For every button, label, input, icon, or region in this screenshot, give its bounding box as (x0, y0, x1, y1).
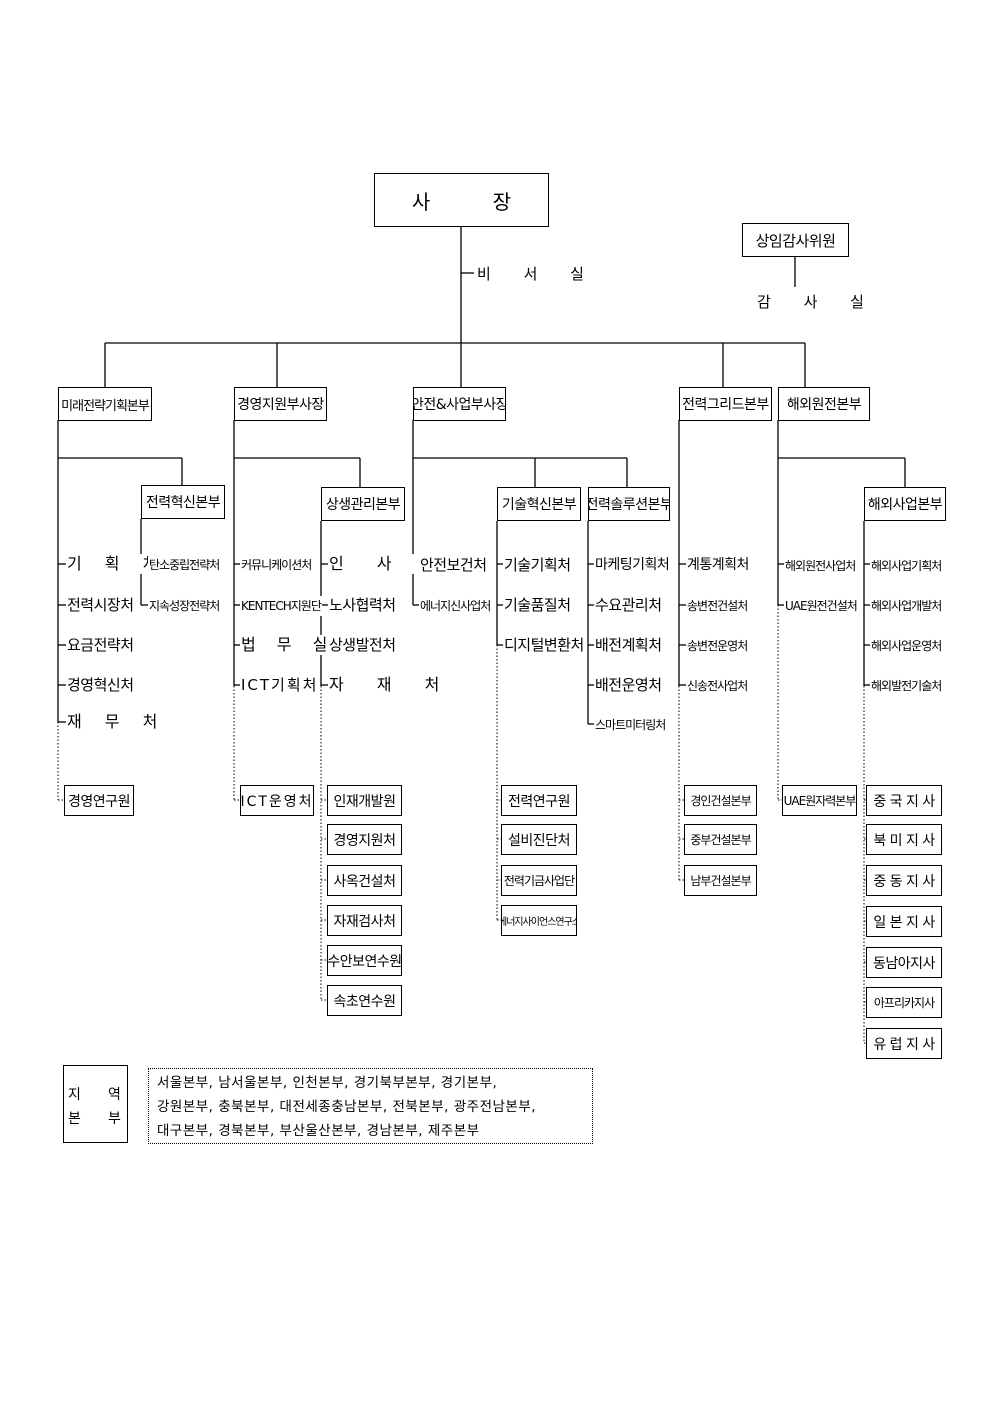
box-southern-construction: 남부건설본부 (684, 865, 757, 896)
dept-ict-planning: ICT기획처 (240, 675, 320, 695)
auditor-committee-box: 상임감사위원 (742, 223, 849, 257)
box-uae-nuclear: UAE원자력본부 (782, 785, 857, 816)
region-list-line: 강원본부, 충북본부, 대전세종충남본부, 전북본부, 광주전남본부, (157, 1099, 537, 1115)
box-sokcho-training: 속초연수원 (327, 985, 402, 1016)
box-japan-branch: 일 본 지 사 (866, 906, 942, 937)
box-gyeongin-construction: 경인건설본부 (684, 785, 757, 816)
box-facility-diagnosis: 설비진단처 (501, 824, 577, 855)
dept-mutual-development: 상생발전처 (328, 635, 397, 655)
box-ict-operation: ICT운영처 (240, 785, 314, 816)
dept-new-transmission: 신송전사업처 (686, 676, 748, 696)
box-building-construction: 사옥건설처 (327, 865, 402, 896)
box-middle-east-branch: 중 동 지 사 (866, 865, 942, 896)
dept-overseas-tech: 해외발전기술처 (870, 676, 942, 696)
region-list-line: 대구본부, 경북본부, 부산울산본부, 경남본부, 제주본부 (157, 1123, 480, 1139)
hq-future-strategy: 미래전략기획본부 (58, 387, 152, 421)
box-power-fund: 전력기금사업단 (501, 865, 577, 896)
audit-office-label: 감 사 실 (756, 292, 879, 312)
dept-transmission-construction: 송변전건설처 (686, 596, 748, 616)
box-central-construction: 중부건설본부 (684, 824, 757, 855)
dept-overseas-nuclear-business: 해외원전사업처 (784, 556, 856, 576)
box-africa-branch: 아프리카지사 (866, 987, 942, 1018)
region-title-box: 지 역 본 부 (63, 1065, 128, 1143)
dept-carbon-neutral: 탄소중립전략처 (148, 555, 220, 575)
box-management-support: 경영지원처 (327, 824, 402, 855)
dept-sustainable-growth: 지속성장전략처 (148, 596, 220, 616)
hq-management-support: 경영지원부사장 (234, 387, 327, 421)
subhq-overseas-business: 해외사업본부 (864, 487, 946, 521)
box-management-institute: 경영연구원 (64, 785, 134, 816)
subhq-tech-innovation: 기술혁신본부 (497, 487, 581, 521)
region-list-line: 서울본부, 남서울본부, 인천본부, 경기북부본부, 경기본부, (157, 1075, 498, 1091)
ceo-box: 사 장 (374, 173, 549, 227)
dept-tech-planning: 기술기획처 (503, 555, 572, 575)
box-north-america-branch: 북 미 지 사 (866, 824, 942, 855)
dept-smart-metering: 스마트미터링처 (594, 715, 666, 735)
hq-power-grid: 전력그리드본부 (679, 387, 772, 421)
dept-overseas-development: 해외사업개발처 (870, 596, 942, 616)
dept-tech-quality: 기술품질처 (503, 595, 572, 615)
dept-distribution-operation: 배전운영처 (594, 675, 663, 695)
dept-rate-strategy: 요금전략처 (66, 635, 135, 655)
box-china-branch: 중 국 지 사 (866, 785, 942, 816)
box-europe-branch: 유 럽 지 사 (866, 1028, 942, 1059)
dept-power-market: 전력시장처 (66, 595, 135, 615)
dept-legal: 법 무 실 (240, 635, 337, 655)
secretary-label: 비 서 실 (476, 264, 599, 284)
hq-overseas-nuclear: 해외원전본부 (778, 387, 870, 421)
box-energy-science: 에너지사이언스연구소 (501, 905, 577, 936)
box-power-research: 전력연구원 (501, 785, 577, 816)
dept-planning: 기 획 처 (66, 554, 168, 574)
region-title-char: 부 (108, 1111, 121, 1127)
dept-grid-planning: 계통계획처 (686, 555, 750, 575)
dept-overseas-planning: 해외사업기획처 (870, 556, 942, 576)
dept-new-energy: 에너지신사업처 (419, 596, 491, 616)
dept-uae-nuclear-construction: UAE원전건설처 (784, 596, 858, 616)
box-suanbo-training: 수안보연수원 (327, 945, 402, 976)
box-talent-development: 인재개발원 (327, 785, 402, 816)
hq-safety-business: 안전&사업부사장 (413, 387, 506, 421)
dept-transmission-operation: 송변전운영처 (686, 636, 748, 656)
region-title-char: 지 (68, 1087, 81, 1103)
dept-finance: 재 무 처 (66, 712, 168, 732)
subhq-power-solution: 전력솔루션본부 (588, 487, 670, 521)
region-list-box: 서울본부, 남서울본부, 인천본부, 경기북부본부, 경기본부, 강원본부, 충… (148, 1068, 593, 1144)
dept-communication: 커뮤니케이션처 (240, 555, 312, 575)
dept-labor-relations: 노사협력처 (328, 595, 397, 615)
box-materials-inspection: 자재검사처 (327, 905, 402, 936)
dept-demand: 수요관리처 (594, 595, 663, 615)
subhq-mutual-management: 상생관리본부 (321, 487, 405, 521)
dept-overseas-operation: 해외사업운영처 (870, 636, 942, 656)
dept-digital-transform: 디지털변환처 (503, 635, 585, 655)
region-title-char: 역 (108, 1087, 121, 1103)
dept-marketing: 마케팅기획처 (594, 555, 671, 575)
box-southeast-asia-branch: 동남아지사 (866, 947, 942, 978)
dept-materials: 자 재 처 (328, 675, 455, 695)
dept-safety-health: 안전보건처 (419, 555, 488, 575)
dept-kentech-support: KENTECH지원단 (240, 596, 322, 616)
dept-distribution-planning: 배전계획처 (594, 635, 663, 655)
subhq-power-innovation: 전력혁신본부 (141, 485, 225, 519)
dept-management-innovation: 경영혁신처 (66, 675, 135, 695)
region-title-char: 본 (68, 1111, 81, 1127)
